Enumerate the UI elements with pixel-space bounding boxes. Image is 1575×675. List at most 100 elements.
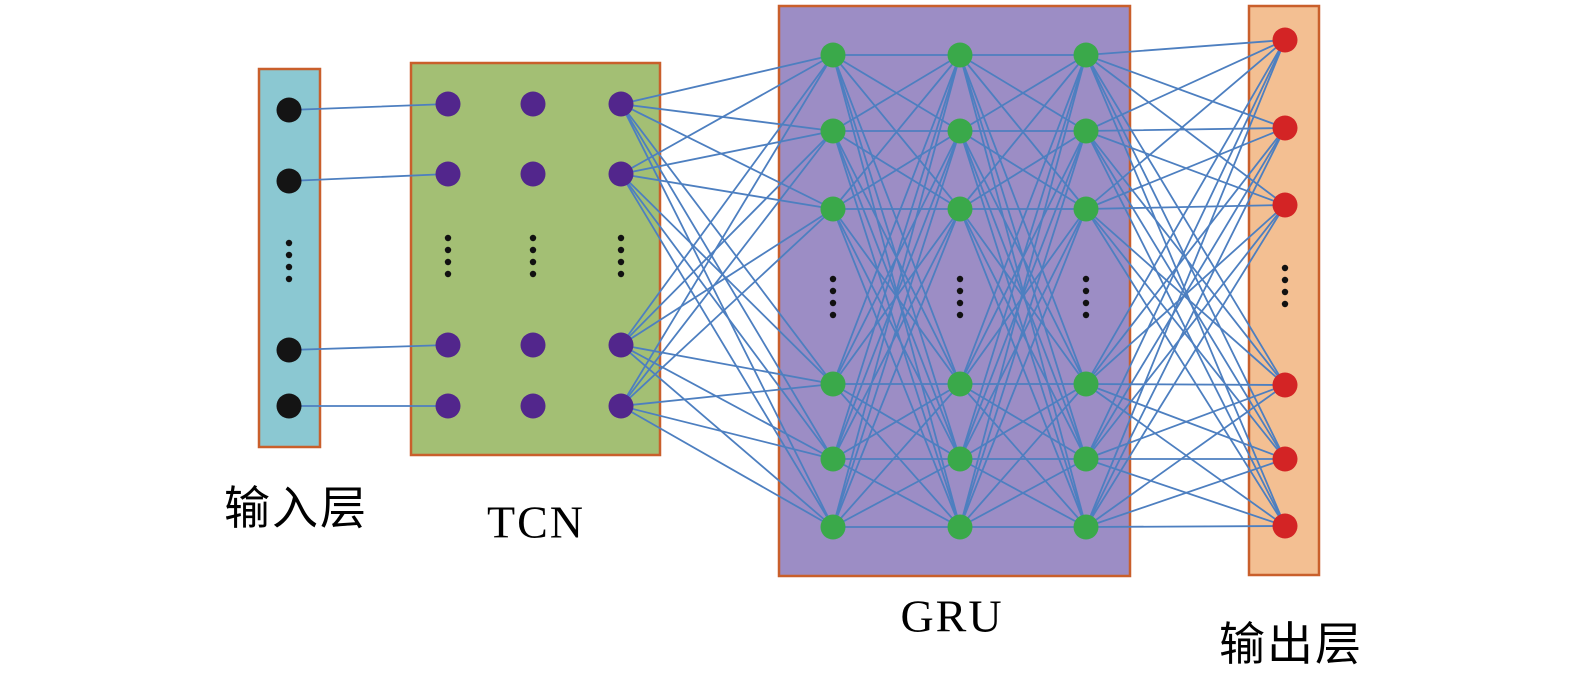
output-layer-node — [1272, 372, 1298, 398]
ellipsis-dot — [1082, 311, 1090, 319]
connection-line — [832, 54, 961, 385]
tcn-node — [520, 393, 546, 419]
tcn-node — [608, 332, 634, 358]
connection-line — [1085, 384, 1286, 528]
ellipsis-dot — [444, 270, 452, 278]
connection-line — [832, 383, 961, 528]
gru-node — [947, 446, 973, 472]
connection-line — [959, 130, 1087, 210]
connection-line — [1085, 525, 1286, 528]
connection-line — [620, 103, 834, 385]
gru-node — [820, 196, 846, 222]
layer-boxes — [257, 4, 1321, 578]
connection-line — [1085, 127, 1286, 210]
connection-line — [288, 344, 449, 351]
gru-node — [1073, 196, 1099, 222]
gru-node — [1073, 446, 1099, 472]
output-layer-node — [1272, 192, 1298, 218]
ellipsis-dot — [956, 299, 964, 307]
tcn-node — [435, 393, 461, 419]
connection-line — [620, 405, 834, 528]
label-input-layer: 输入层 — [224, 483, 368, 534]
connection-line — [1085, 39, 1286, 210]
gru-node — [820, 42, 846, 68]
output-layer-node — [1272, 513, 1298, 539]
connection-line — [620, 103, 834, 132]
gru-node — [1073, 514, 1099, 540]
label-tcn: TCN — [487, 496, 585, 548]
gru-node — [947, 196, 973, 222]
ellipsis-dot — [617, 270, 625, 278]
gru-node — [820, 514, 846, 540]
connection-line — [1085, 39, 1286, 385]
input-layer-nodes — [276, 97, 302, 419]
connection-line — [620, 405, 834, 460]
input-layer-node — [276, 393, 302, 419]
connection-line — [1085, 127, 1286, 385]
connection-line — [832, 54, 961, 210]
ellipsis-dot — [285, 275, 293, 283]
gru-node — [947, 371, 973, 397]
ellipsis-dot — [285, 239, 293, 247]
connection-line — [1085, 39, 1286, 460]
connection-line — [1085, 204, 1286, 528]
tcn-node — [608, 161, 634, 187]
input-layer-node — [276, 97, 302, 123]
connection-line — [1085, 54, 1286, 129]
connection-line — [1085, 127, 1286, 132]
ellipsis-dot — [285, 251, 293, 259]
connection-line — [620, 173, 834, 385]
output-layer-node — [1272, 446, 1298, 472]
connection-line — [620, 54, 834, 346]
ellipsis-dot — [1281, 288, 1289, 296]
connection-line — [959, 130, 1087, 528]
connection-line — [959, 54, 1087, 385]
connection-line — [959, 130, 1087, 460]
connection-line — [620, 344, 834, 385]
connection-line — [1085, 204, 1286, 460]
ellipsis-dot — [1082, 287, 1090, 295]
connection-line — [620, 130, 834, 407]
connection-line — [832, 458, 961, 528]
ellipsis-dot — [617, 246, 625, 254]
connection-line — [1085, 204, 1286, 210]
input-layer-node — [276, 337, 302, 363]
connection-line — [959, 458, 1087, 528]
output-layer-node — [1272, 115, 1298, 141]
gru-node — [947, 42, 973, 68]
connection-line — [832, 130, 961, 528]
connection-line — [620, 173, 834, 528]
gru-node — [947, 118, 973, 144]
connection-line — [1085, 383, 1286, 386]
connection-line — [832, 130, 961, 210]
connection-line — [620, 54, 834, 175]
ellipsis-dot — [956, 311, 964, 319]
tcn-nodes — [435, 91, 634, 419]
connection-line — [832, 130, 961, 460]
ellipsis-dot — [1082, 275, 1090, 283]
tcn-box — [409, 61, 662, 457]
ellipsis-dot — [444, 246, 452, 254]
connection-line — [620, 344, 834, 460]
gru-node — [820, 446, 846, 472]
connection-line — [832, 54, 961, 528]
ellipsis-dot — [829, 287, 837, 295]
connection-line — [1085, 208, 1286, 460]
ellipsis-dot — [617, 258, 625, 266]
gru-node — [1073, 371, 1099, 397]
ellipsis-dot — [529, 234, 537, 242]
gru-node — [820, 118, 846, 144]
tcn-node — [435, 332, 461, 358]
connection-line — [620, 208, 834, 346]
connection-line — [288, 173, 449, 182]
connection-line — [832, 54, 961, 460]
connection-line — [959, 208, 1087, 528]
connection-line — [620, 344, 834, 528]
connection-line — [1085, 127, 1286, 460]
gru-node — [820, 371, 846, 397]
tcn-node — [608, 91, 634, 117]
connection-line — [620, 130, 834, 346]
connection-line — [959, 54, 1087, 528]
connection-line — [959, 54, 1087, 210]
